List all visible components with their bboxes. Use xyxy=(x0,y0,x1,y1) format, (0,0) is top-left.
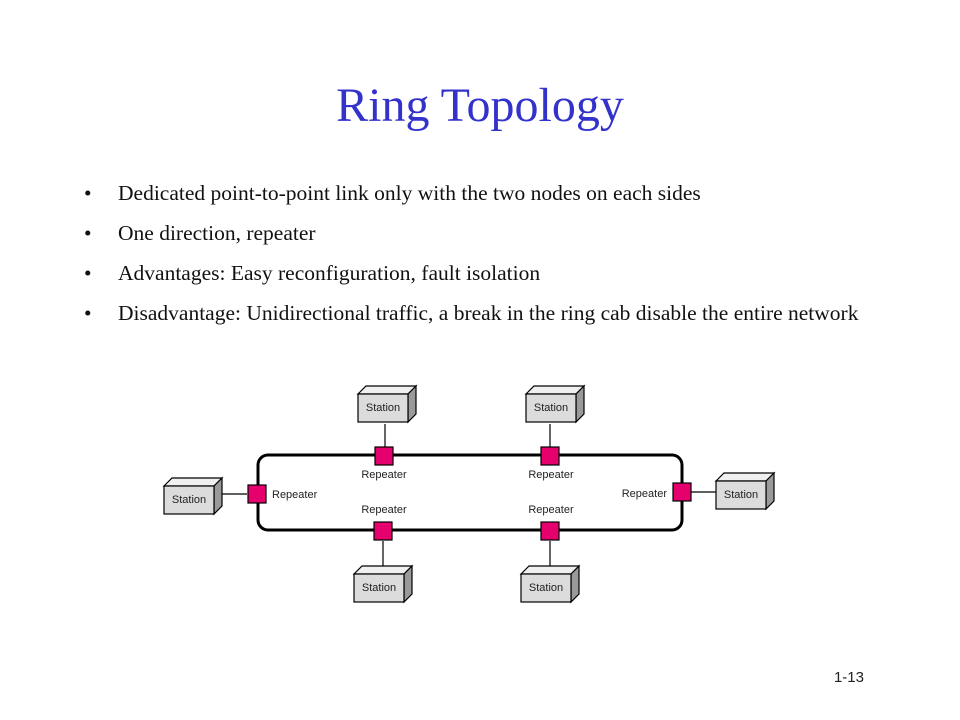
bullet-item: One direction, repeater xyxy=(84,220,874,246)
station-bottom-left: Station xyxy=(352,564,414,604)
station-label: Station xyxy=(362,582,396,594)
station-label: Station xyxy=(172,494,206,506)
repeater-label: Repeater xyxy=(272,489,318,501)
station-label: Station xyxy=(534,402,568,414)
repeater-label: Repeater xyxy=(622,488,668,500)
repeater-node xyxy=(672,482,692,502)
station-bottom-right: Station xyxy=(519,564,581,604)
slide-title: Ring Topology xyxy=(336,79,624,132)
repeater-node xyxy=(374,446,394,466)
station-label: Station xyxy=(529,582,563,594)
ring-cable xyxy=(256,453,684,532)
station-top-left: Station xyxy=(356,384,418,424)
station-right: Station xyxy=(714,471,776,511)
bullet-item: Advantages: Easy reconfiguration, fault … xyxy=(84,260,874,286)
repeater-label: Repeater xyxy=(528,469,574,481)
bullet-list: Dedicated point-to-point link only with … xyxy=(84,180,874,340)
station-label: Station xyxy=(366,402,400,414)
repeater-node xyxy=(247,484,267,504)
repeater-label: Repeater xyxy=(528,504,574,516)
bullet-item: Dedicated point-to-point link only with … xyxy=(84,180,874,206)
repeater-label: Repeater xyxy=(361,504,407,516)
slide-number: 1-13 xyxy=(833,669,864,686)
station-left: Station xyxy=(162,476,224,516)
repeater-label: Repeater xyxy=(361,469,407,481)
station-top-right: Station xyxy=(524,384,586,424)
repeater-node xyxy=(540,521,560,541)
station-label: Station xyxy=(724,489,758,501)
repeater-node xyxy=(373,521,393,541)
repeater-node xyxy=(540,446,560,466)
bullet-item: Disadvantage: Unidirectional traffic, a … xyxy=(84,300,874,326)
